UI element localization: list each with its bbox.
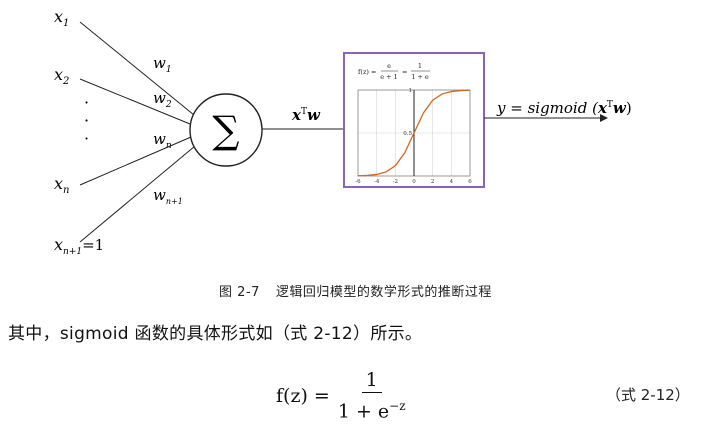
plot-y-tick-label-top: 1: [409, 88, 413, 94]
input-label-x1: x1: [54, 7, 69, 29]
inset-formula-mid-den: e + 1: [380, 73, 398, 81]
figure-caption-text: 逻辑回归模型的数学形式的推断过程: [275, 285, 492, 300]
logistic-regression-figure: x1 x2 xn xn+1=1 · · · w1 w2 wn wn+1 ∑ xT…: [54, 7, 632, 257]
input-line-n1: [79, 145, 196, 243]
ellipsis-dot-2: ·: [84, 111, 89, 130]
output-label: y = sigmoid (xTw): [496, 99, 632, 117]
weight-label-wn1: wn+1: [153, 186, 183, 206]
plot-y-tick-label-mid: 0.5: [403, 131, 412, 137]
input-label-xn: xn: [54, 174, 69, 196]
body-paragraph: 其中，sigmoid 函数的具体形式如（式 2-12）所示。: [8, 324, 423, 344]
plot-x-tick-label: 0: [412, 179, 416, 185]
summation-node: [189, 93, 263, 167]
plot-x-tick-label: 2: [431, 179, 435, 185]
plot-x-tick-label: -6: [355, 179, 361, 185]
inset-formula-mid-num: e: [387, 62, 391, 70]
sigmoid-curve: [357, 89, 471, 177]
input-label-x2: x2: [54, 65, 69, 87]
inset-formula: f(z) = e e + 1 = 1 1 + e: [358, 62, 430, 81]
input-line-2: [79, 78, 191, 125]
formula-denominator: 1 + e−z: [337, 399, 406, 423]
sigmoid-plot: -6 -4 -2 0 2 4 6 1 0.5: [355, 88, 472, 185]
plot-x-tick-label: 4: [450, 179, 454, 185]
figure-caption: 图 2-7 逻辑回归模型的数学形式的推断过程: [0, 281, 711, 300]
input-label-xn1: xn+1=1: [54, 235, 104, 257]
input-line-1: [79, 21, 195, 116]
plot-x-tick-label: -4: [374, 179, 380, 185]
formula-fraction: 1 1 + e−z: [338, 370, 406, 422]
ellipsis-dot-3: ·: [84, 129, 89, 148]
plot-x-tick-label: -2: [393, 179, 398, 185]
inset-formula-right-den: 1 + e: [411, 73, 429, 81]
plot-x-tick-label: 6: [468, 179, 472, 185]
input-line-n: [79, 136, 192, 186]
formula-lhs: f(z) =: [276, 385, 330, 408]
ellipsis-dot-1: ·: [84, 93, 89, 112]
equation-number: （式 2-12）: [606, 386, 690, 404]
weight-label-w2: w2: [153, 89, 172, 110]
sigmoid-formula: f(z) = 1 1 + e−z: [276, 370, 406, 422]
formula-numerator: 1: [361, 370, 382, 393]
weight-label-wn: wn: [153, 130, 172, 151]
product-label: xTw: [291, 106, 321, 124]
figure-number: 图 2-7: [219, 285, 260, 300]
sigma-icon: ∑: [212, 108, 239, 152]
inset-formula-eq: =: [402, 68, 407, 76]
inset-formula-right-num: 1: [418, 62, 422, 70]
inset-formula-lhs: f(z) =: [358, 68, 376, 76]
formula-exponent: −z: [389, 399, 406, 413]
weight-label-w1: w1: [153, 54, 172, 75]
